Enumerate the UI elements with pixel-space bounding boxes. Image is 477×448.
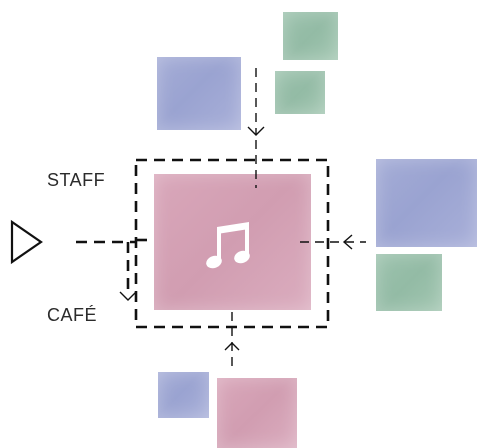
bottom-arrowhead	[224, 342, 240, 351]
green-block-right	[376, 254, 442, 311]
staff-label: STAFF	[47, 170, 106, 190]
green-block-top-right	[283, 12, 338, 60]
music-note-icon	[206, 222, 250, 269]
central-music-block	[154, 174, 311, 310]
left-drop-arrowhead	[119, 291, 137, 301]
green-block-top-small	[275, 71, 325, 114]
top-arrowhead	[247, 126, 265, 136]
cafe-label: CAFÉ	[47, 305, 98, 325]
blue-block-right	[376, 159, 477, 247]
blue-block-bottom-left	[158, 372, 209, 418]
right-arrowhead	[342, 234, 353, 250]
triangle-arrow-icon	[10, 219, 43, 265]
blue-block-top-left	[157, 57, 241, 130]
pink-block-bottom	[217, 378, 297, 448]
